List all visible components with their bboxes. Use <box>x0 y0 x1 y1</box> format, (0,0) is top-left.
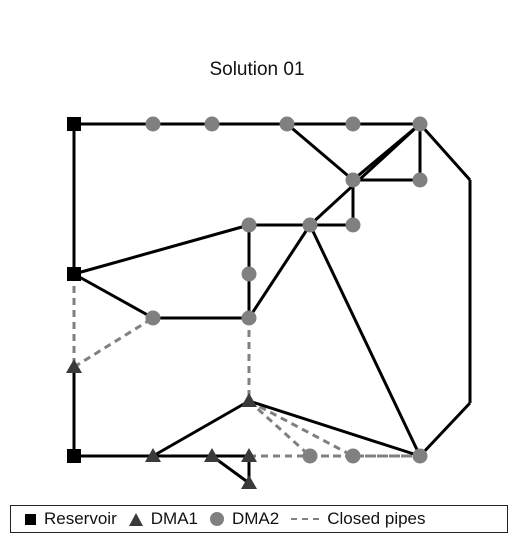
diagram-title: Solution 01 <box>209 59 305 80</box>
dma2-node <box>412 116 428 132</box>
pipe <box>247 224 312 319</box>
legend-reservoir: Reservoir <box>25 509 117 529</box>
pipe <box>308 224 422 457</box>
legend-dma1-label: DMA1 <box>150 509 198 528</box>
dma1-node <box>241 393 257 407</box>
dma2-node <box>412 448 428 464</box>
dma2-node <box>241 217 257 233</box>
closed-pipe <box>73 316 154 369</box>
dma2-node <box>204 116 220 132</box>
pipe <box>152 399 250 458</box>
dma2-node <box>302 217 318 233</box>
closed-pipe <box>247 399 312 458</box>
dma2-node <box>345 172 361 188</box>
dma1-node <box>66 359 82 373</box>
pipe <box>248 399 421 458</box>
dma2-node <box>302 448 318 464</box>
legend-dma1: DMA1 <box>128 509 198 529</box>
dma2-node <box>279 116 295 132</box>
legend: Reservoir DMA1 DMA2 Closed pipes <box>10 505 508 533</box>
pipe <box>286 122 354 182</box>
dma1-node <box>241 448 257 462</box>
closed-pipe <box>248 399 354 458</box>
dma2-node <box>345 116 361 132</box>
dma2-node <box>145 116 161 132</box>
pipe <box>73 272 154 320</box>
dma2-node <box>345 448 361 464</box>
legend-dma2: DMA2 <box>209 509 280 529</box>
reservoir-square-icon <box>25 513 36 525</box>
dma1-triangle-icon <box>128 512 143 526</box>
network-diagram <box>66 116 472 489</box>
dma2-node <box>145 310 161 326</box>
dma2-circle-icon <box>209 512 224 526</box>
pipe <box>418 401 472 458</box>
dma1-node <box>145 448 161 462</box>
legend-dma2-label: DMA2 <box>231 509 280 528</box>
dma2-node <box>345 217 361 233</box>
pipe <box>73 223 250 276</box>
reservoir-node <box>67 117 81 131</box>
closed-pipe-dash-icon <box>291 518 320 520</box>
pipe <box>308 122 422 227</box>
dma2-node <box>241 266 257 282</box>
reservoir-node <box>67 449 81 463</box>
pipe <box>418 123 472 181</box>
dma2-node <box>241 310 257 326</box>
legend-reservoir-label: Reservoir <box>44 509 117 528</box>
dma2-node <box>412 172 428 188</box>
legend-closed: Closed pipes <box>291 509 426 529</box>
reservoir-node <box>67 267 81 281</box>
dma1-node <box>241 475 257 489</box>
legend-closed-label: Closed pipes <box>327 509 426 528</box>
dma1-node <box>204 448 220 462</box>
